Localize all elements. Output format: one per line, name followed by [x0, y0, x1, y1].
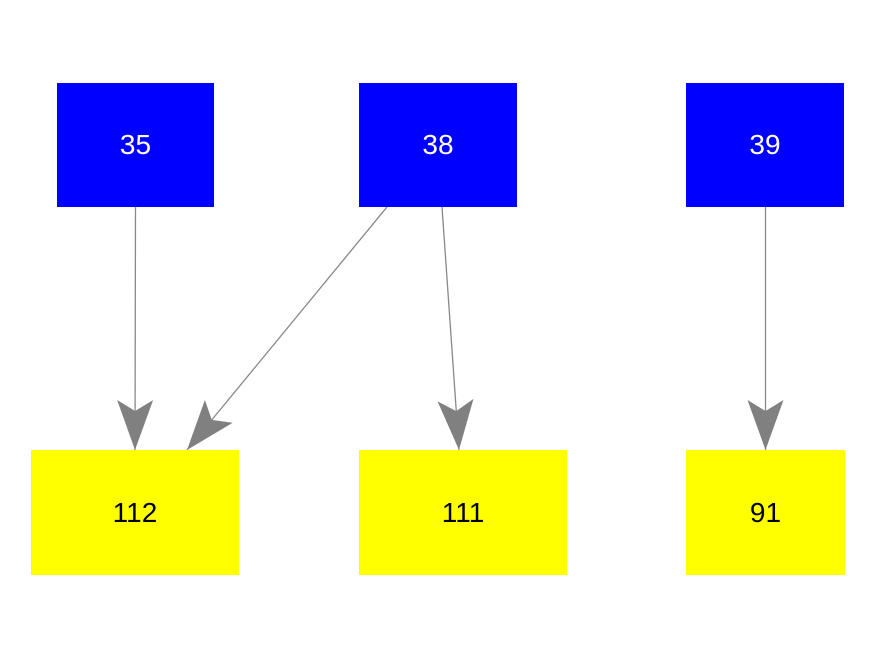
graph-node-39[interactable]: 39	[686, 83, 844, 207]
edge-38-to-111[interactable]	[437, 206, 474, 451]
node-label: 39	[749, 129, 781, 160]
node-label: 38	[422, 129, 454, 160]
node-label: 111	[441, 496, 485, 528]
edge-35-to-112[interactable]	[117, 206, 154, 451]
node-label: 35	[119, 129, 152, 160]
graph-node-111[interactable]: 111	[359, 450, 567, 575]
edge-38-to-112[interactable]	[186, 206, 388, 451]
graph-node-35[interactable]: 35	[57, 83, 214, 207]
node-label: 91	[749, 496, 782, 528]
graph-node-38[interactable]: 38	[359, 83, 517, 207]
node-label: 112	[112, 496, 158, 528]
graph-node-91[interactable]: 91	[686, 450, 845, 575]
graph-node-112[interactable]: 112	[31, 450, 239, 575]
